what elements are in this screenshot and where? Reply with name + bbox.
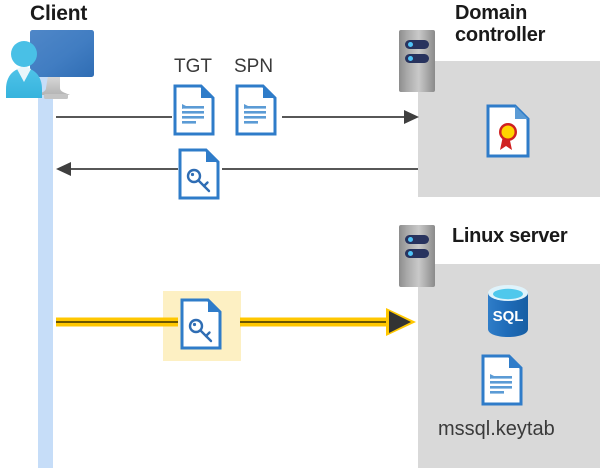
key-document-icon	[178, 148, 220, 200]
client-label: Client	[30, 2, 88, 25]
keytab-file-label: mssql.keytab	[438, 418, 555, 440]
linux-server-icon	[399, 225, 435, 287]
domain-controller-label-line2: controller	[455, 24, 546, 47]
user-workstation-icon	[4, 28, 96, 104]
linux-server-label: Linux server	[452, 225, 568, 247]
domain-controller-label: Domain controller	[455, 2, 595, 47]
sql-database-icon: SQL	[480, 283, 536, 339]
client-lifeline	[38, 74, 53, 468]
spn-document-icon	[235, 84, 277, 136]
service-ticket-key-document-icon	[180, 298, 222, 350]
tgt-document-icon	[173, 84, 215, 136]
certificate-document-icon	[486, 104, 530, 158]
spn-label: SPN	[234, 56, 274, 77]
tgt-label: TGT	[174, 56, 212, 77]
domain-controller-server-icon	[399, 30, 435, 92]
domain-controller-label-line1: Domain	[455, 2, 528, 24]
keytab-document-icon	[481, 354, 523, 406]
sql-icon-label: SQL	[493, 308, 524, 325]
